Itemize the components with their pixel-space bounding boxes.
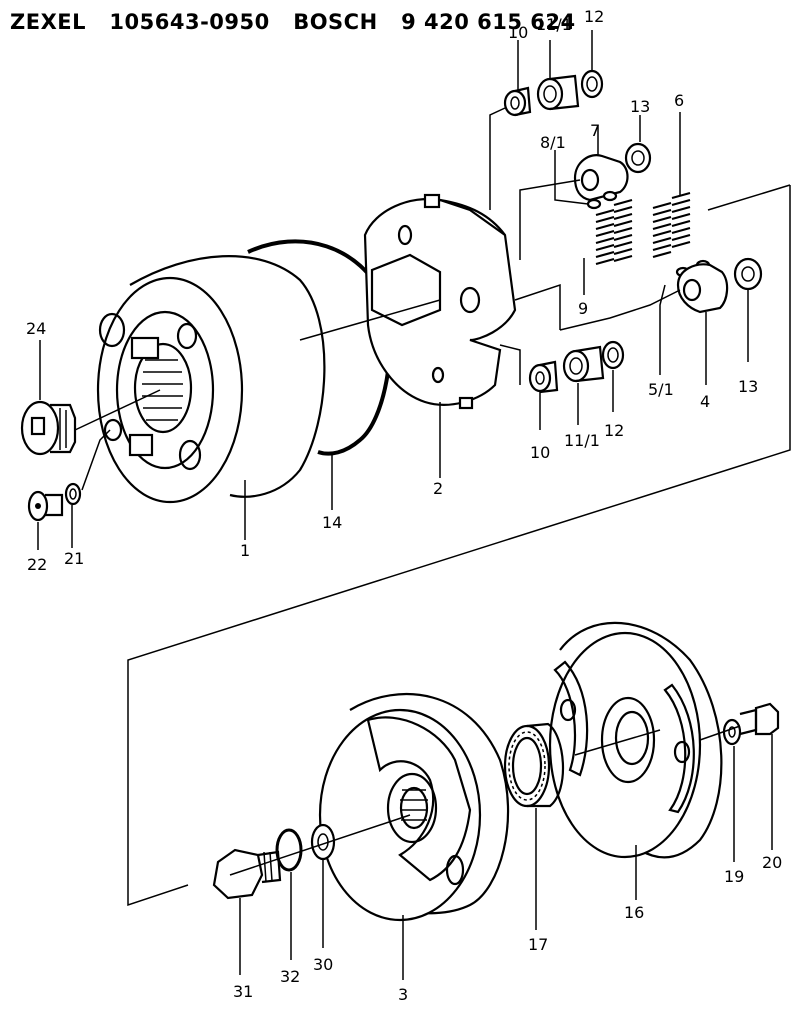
label-part-22: 22	[27, 555, 47, 574]
part-13-washer-upper	[624, 115, 652, 174]
part-10-sleeve-upper	[489, 40, 532, 210]
part-12-washer-lower	[601, 340, 625, 412]
label-part-10-upper: 10	[508, 23, 528, 42]
label-part-32: 32	[280, 967, 300, 986]
part-12-washer-upper	[580, 30, 604, 99]
part-16-end-plate	[548, 621, 723, 900]
part-3-hub	[318, 692, 510, 980]
part-19-washer	[722, 718, 742, 862]
diagram-title: ZEXEL 105643-0950 BOSCH 9 420 615 624	[10, 10, 576, 34]
part-10-sleeve-lower	[499, 344, 559, 430]
part-24-plug	[20, 340, 161, 456]
label-part-19: 19	[724, 867, 744, 886]
label-part-14: 14	[322, 513, 342, 532]
label-part-31: 31	[233, 982, 253, 1001]
label-part-7: 7	[590, 121, 600, 140]
label-part-10-lower: 10	[530, 443, 550, 462]
label-part-11-1-lower: 11/1	[564, 431, 600, 450]
part-11-1-bushing-upper	[536, 40, 580, 111]
label-part-21: 21	[64, 549, 84, 568]
label-part-24: 24	[26, 319, 46, 338]
part-21-washer	[64, 429, 111, 548]
part-8-1-shims	[554, 150, 618, 210]
label-part-12-upper: 12	[584, 7, 604, 26]
part-11-1-bushing-lower	[562, 345, 605, 425]
label-part-30: 30	[313, 955, 333, 974]
part-30-washer	[310, 823, 336, 948]
part-1-housing	[96, 255, 326, 540]
label-part-9: 9	[578, 299, 588, 318]
label-part-16: 16	[624, 903, 644, 922]
part-9-springs	[583, 198, 633, 295]
label-part-4: 4	[700, 392, 710, 411]
label-part-2: 2	[433, 479, 443, 498]
label-part-11-1-upper: 11/1	[536, 15, 572, 34]
part-20-bolt	[699, 702, 780, 850]
label-part-17: 17	[528, 935, 548, 954]
label-part-13-lower: 13	[738, 377, 758, 396]
part-17-bearing	[503, 722, 565, 930]
part-32-o-ring	[275, 828, 303, 960]
part-22-screw	[27, 490, 64, 550]
label-part-12-lower: 12	[604, 421, 624, 440]
label-part-13-upper: 13	[630, 97, 650, 116]
label-part-6: 6	[674, 91, 684, 110]
part-31-screw-plug	[212, 814, 411, 975]
part-4-flyweight-lower	[559, 259, 729, 385]
label-part-1: 1	[240, 541, 250, 560]
label-part-20: 20	[762, 853, 782, 872]
part-6-springs	[652, 112, 691, 259]
assembly-boundary-line	[127, 185, 791, 907]
part-13-washer-lower	[733, 257, 763, 362]
part-7-flyweight-upper	[519, 125, 629, 260]
label-part-3: 3	[398, 985, 408, 1004]
label-part-5-1: 5/1	[648, 380, 674, 399]
label-part-8-1: 8/1	[540, 133, 566, 152]
part-2-governor-body	[299, 193, 561, 478]
